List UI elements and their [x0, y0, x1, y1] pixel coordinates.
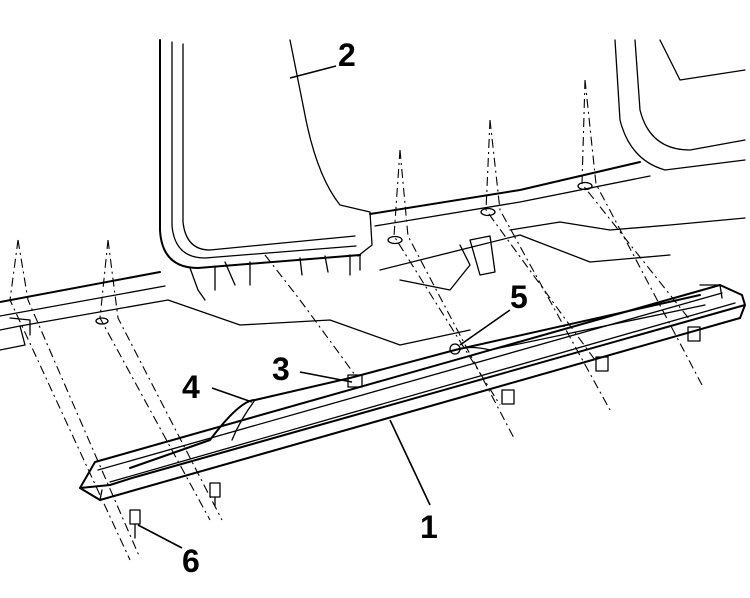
callout-5: 5: [510, 279, 528, 315]
leader-5: [459, 309, 511, 346]
callout-labels: 2 3 4 5 1 6: [182, 37, 528, 579]
b-pillar: [159, 39, 373, 301]
callout-3: 3: [272, 351, 290, 387]
leader-lines: [137, 65, 511, 549]
callout-4: 4: [182, 369, 200, 405]
assembly-guide-lines: [9, 79, 703, 561]
sill-trim-strip: [79, 284, 746, 501]
callout-2: 2: [338, 37, 356, 73]
callout-1: 1: [420, 509, 438, 545]
floor-sill-structure: [0, 39, 746, 351]
leader-2: [289, 65, 337, 79]
callout-6: 6: [182, 543, 200, 579]
mounting-holes: [95, 181, 593, 325]
leader-6: [137, 524, 183, 549]
leader-3: [299, 371, 353, 383]
leader-4: [211, 387, 253, 403]
leader-1: [389, 419, 431, 506]
